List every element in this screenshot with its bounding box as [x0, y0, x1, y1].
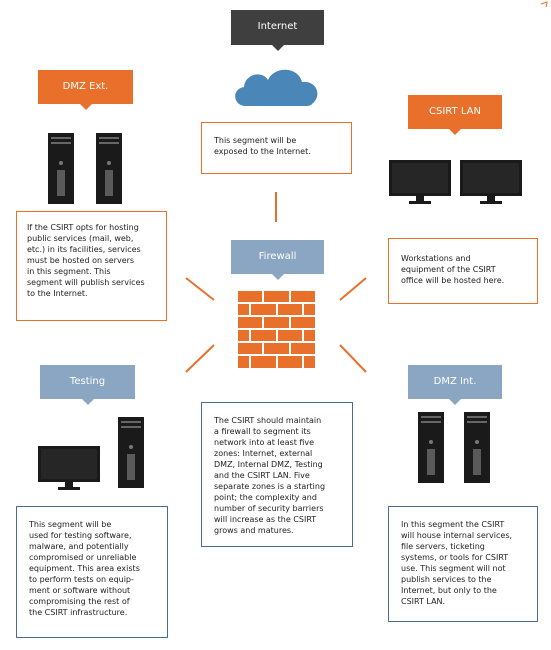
internet-description: This segment will be exposed to the Inte…	[201, 122, 352, 174]
dmz-ext-label-text: DMZ Ext.	[62, 81, 109, 92]
firewall-description: The CSIRT should maintain a firewall to …	[201, 402, 353, 547]
brick-wall-icon	[236, 289, 317, 370]
label-pointer	[81, 399, 94, 405]
connector-lines	[185, 192, 367, 373]
internet-label-text: Internet	[257, 21, 298, 32]
label-pointer	[271, 45, 284, 51]
server-icon	[418, 412, 444, 483]
label-pointer	[79, 104, 92, 110]
firewall-label-text: Firewall	[258, 251, 297, 262]
monitor-icon	[460, 160, 522, 204]
connector-dmz-ext	[185, 277, 215, 301]
label-pointer	[449, 399, 461, 405]
testing-label-text: Testing	[69, 376, 106, 387]
dmz-int-description: In this segment the CSIRT will house int…	[388, 506, 538, 622]
label-pointer	[449, 129, 461, 135]
csirt-lan-description: Workstations and equipment of the CSIRT …	[388, 238, 538, 304]
server-icon	[118, 417, 144, 488]
dmz-int-label-text: DMZ Int.	[433, 376, 477, 387]
dmz-ext-label: DMZ Ext.	[38, 70, 133, 110]
dmz-int-label: DMZ Int.	[408, 365, 502, 405]
label-pointer	[271, 274, 284, 280]
connector-testing	[185, 344, 215, 373]
server-icon	[96, 133, 122, 204]
internet-label: Internet	[231, 10, 324, 51]
monitor-icon	[38, 446, 100, 490]
dmz-ext-description: If the CSIRT opts for hosting public ser…	[16, 211, 167, 321]
server-icon	[464, 412, 490, 483]
testing-description: This segment will be used for testing so…	[16, 506, 168, 638]
connector-dmz-int	[339, 344, 367, 373]
monitor-icon	[389, 160, 451, 204]
server-icon	[48, 133, 74, 204]
csirt-lan-label-text: CSIRT LAN	[429, 106, 481, 117]
csirt-lan-label: CSIRT LAN	[408, 95, 502, 135]
cloud-icon	[235, 69, 318, 106]
corner-mark-icon	[540, 1, 548, 8]
testing-label: Testing	[40, 365, 135, 405]
firewall-label: Firewall	[231, 240, 324, 280]
connector-csirt-lan	[339, 277, 367, 301]
